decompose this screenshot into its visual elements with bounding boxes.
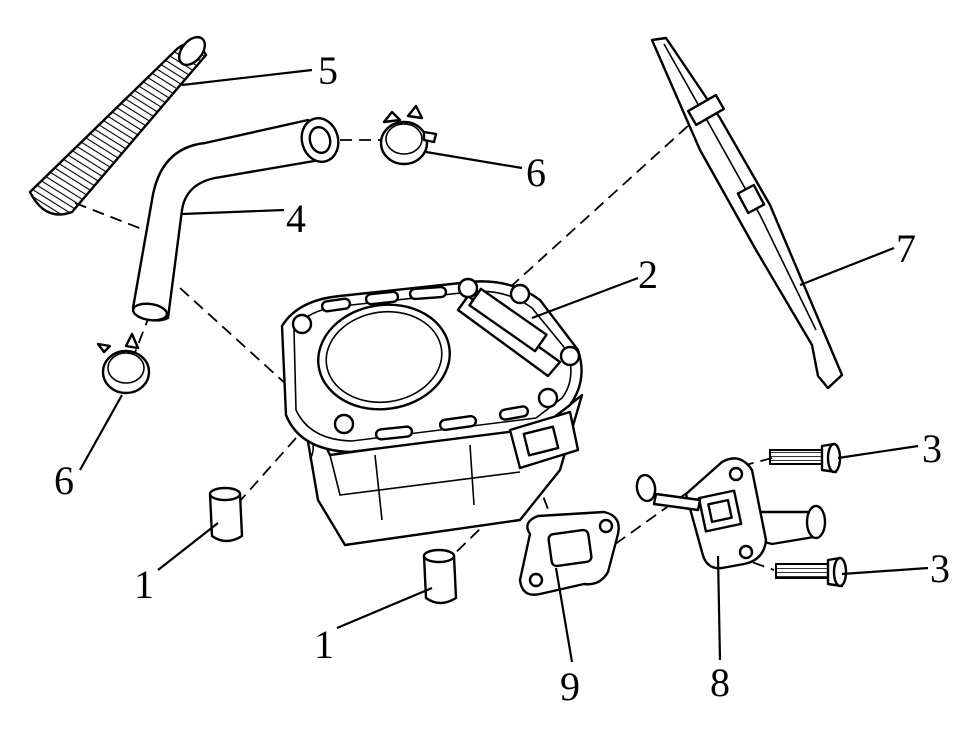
part-3-bolt-upper	[769, 442, 842, 474]
part-8-chain-tensioner	[635, 457, 827, 570]
callout-8: 8	[710, 660, 730, 705]
callout-2: 2	[638, 252, 658, 297]
part-7-chain-guide	[650, 36, 844, 390]
callout-4: 4	[286, 196, 306, 241]
part-5-spring-sleeve	[28, 35, 208, 216]
part-6-hose-clamp-upper	[379, 104, 438, 166]
part-1-dowel-pin-right	[422, 548, 458, 605]
callout-3-lower: 3	[930, 546, 950, 591]
callout-9: 9	[560, 664, 580, 709]
part-6-hose-clamp-lower	[96, 332, 151, 395]
callout-6-lower: 6	[54, 458, 74, 503]
callout-7: 7	[896, 226, 916, 271]
leader-lines	[79, 68, 929, 663]
callout-3-upper: 3	[922, 426, 942, 471]
callout-5: 5	[318, 48, 338, 93]
callout-labels: 5 4 6 2 7 6 3 3 1 1 9 8	[54, 48, 950, 709]
part-2-cylinder-block	[280, 277, 584, 547]
part-9-tensioner-gasket	[518, 510, 620, 596]
part-3-bolt-lower	[775, 556, 848, 588]
callout-6-upper: 6	[526, 150, 546, 195]
part-4-breather-hose	[131, 117, 340, 322]
part-1-dowel-pin-left	[208, 486, 244, 543]
callout-1-left: 1	[134, 562, 154, 607]
callout-1-right: 1	[314, 622, 334, 667]
